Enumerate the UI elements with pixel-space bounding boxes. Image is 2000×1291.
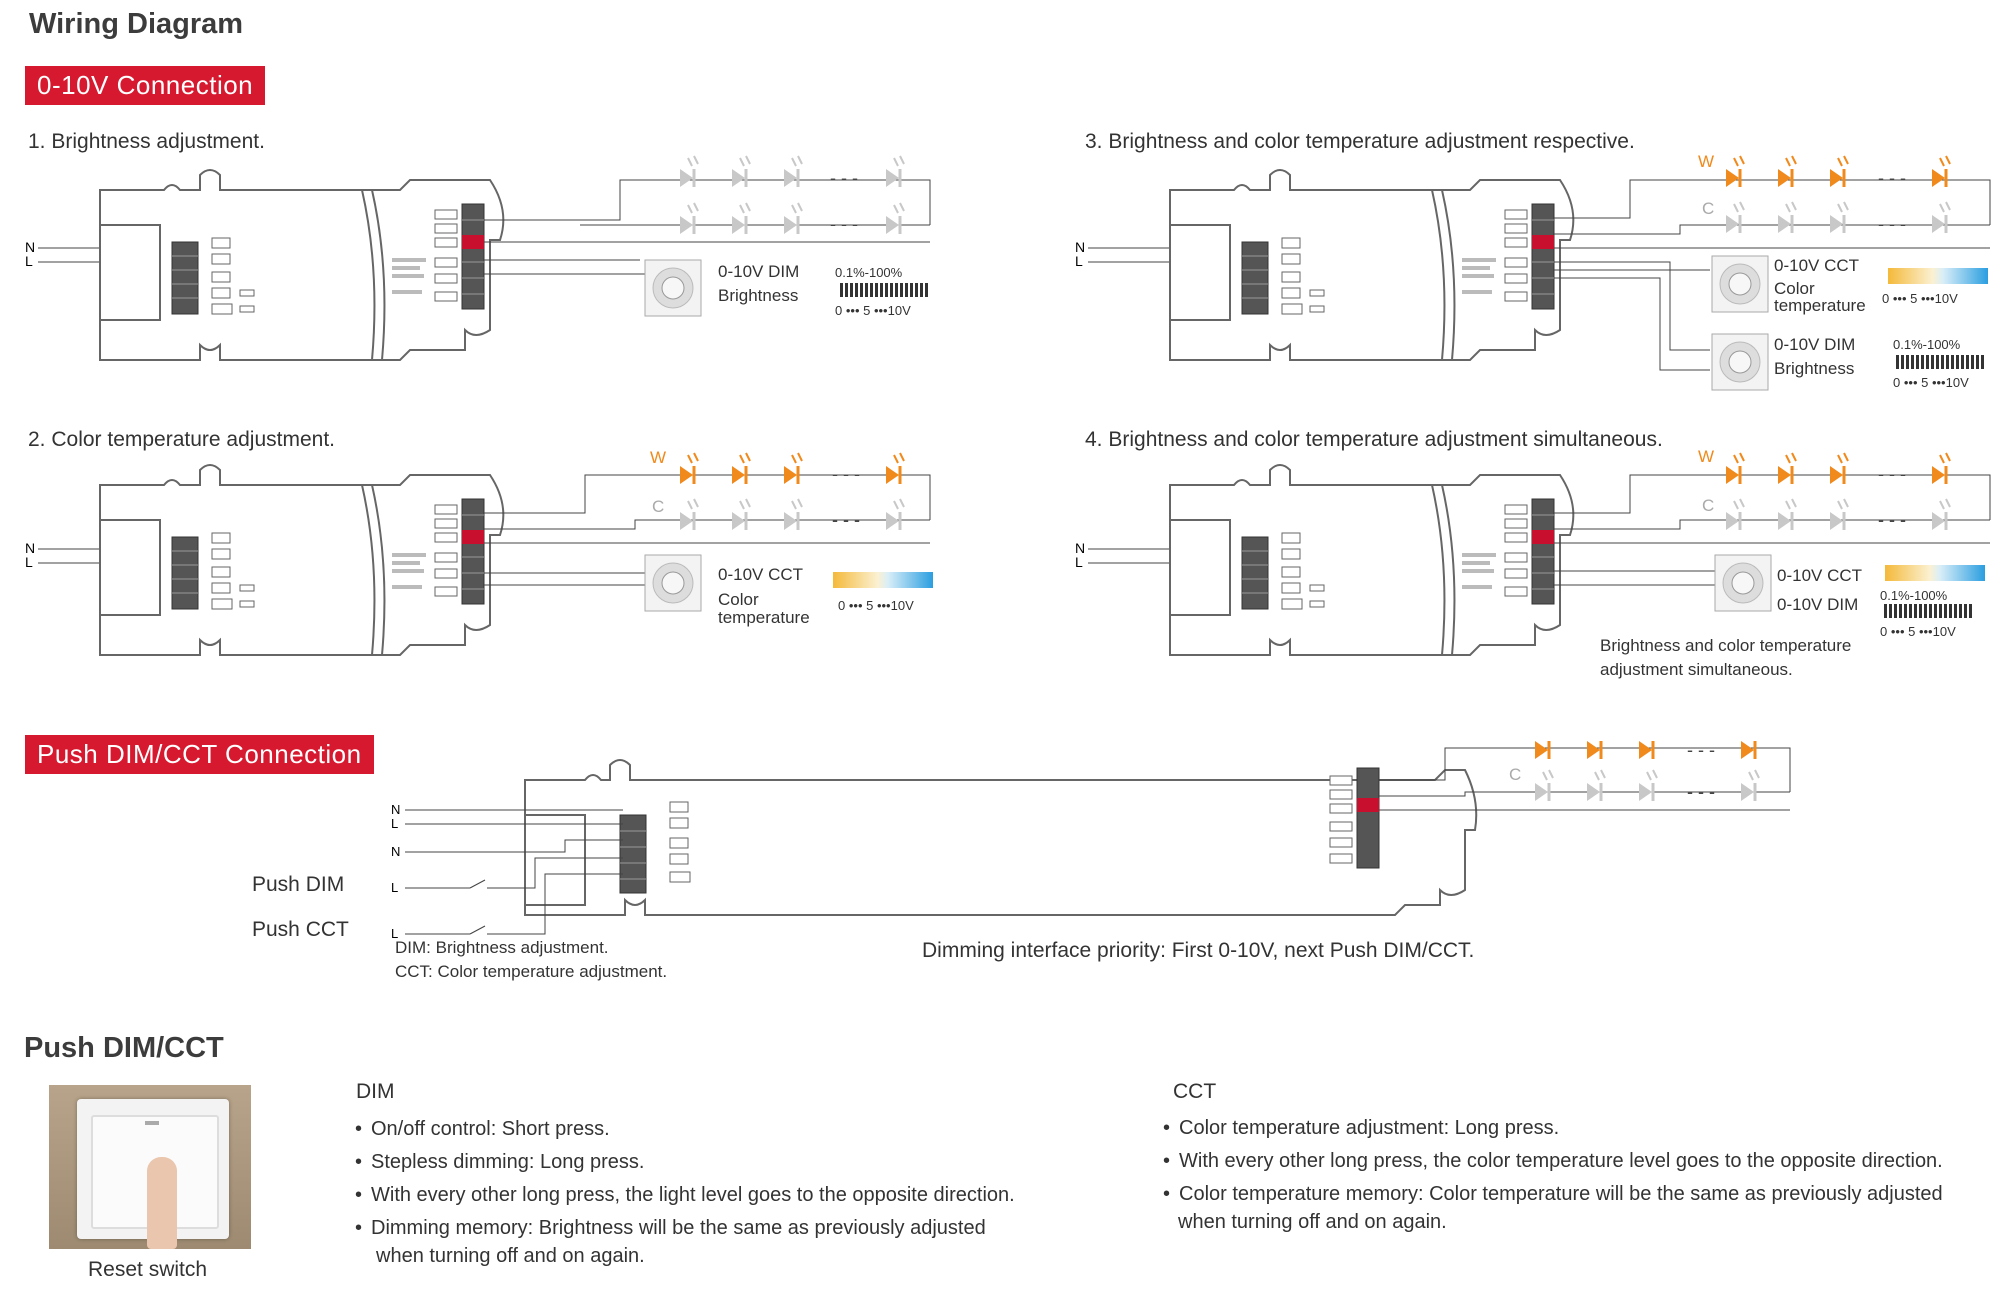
d3-range: 0.1%-100% (1893, 337, 1961, 352)
caption-d3: 3. Brightness and color temperature adju… (1085, 130, 1635, 153)
d4-note-line2: adjustment simultaneous. (1600, 660, 1793, 679)
d2-color-label: Color (718, 590, 759, 609)
svg-text:W: W (650, 448, 666, 467)
d3-brightness-label: Brightness (1774, 359, 1855, 378)
svg-text:- - -: - - - (1878, 168, 1906, 188)
svg-text:- - -: - - - (1878, 214, 1906, 234)
note-dim: DIM: Brightness adjustment. (395, 938, 609, 957)
note-cct: CCT: Color temperature adjustment. (395, 962, 668, 981)
d3-color-label: Color (1774, 279, 1815, 298)
svg-text:L: L (391, 816, 398, 831)
list-item: With every other long press, the light l… (355, 1179, 1015, 1212)
svg-text:W: W (1698, 447, 1714, 466)
svg-text:- - -: - - - (832, 510, 860, 530)
list-item: With every other long press, the color t… (1163, 1145, 1943, 1178)
svg-text:- - -: - - - (832, 464, 860, 484)
d3-dim-label: 0-10V DIM (1774, 335, 1856, 354)
d2-temperature-label: temperature (718, 608, 810, 627)
list-item: Stepless dimming: Long press. (355, 1146, 1015, 1179)
svg-text:L: L (1075, 253, 1083, 269)
priority-note: Dimming interface priority: First 0-10V,… (922, 939, 1475, 962)
dim-item-continuation: when turning off and on again. (376, 1245, 645, 1267)
push-dim-label: Push DIM (252, 873, 345, 896)
d3-cct-label: 0-10V CCT (1774, 256, 1860, 275)
svg-text:C: C (1702, 496, 1714, 515)
list-item: On/off control: Short press. (355, 1113, 1015, 1146)
d4-note-line1: Brightness and color temperature (1600, 636, 1852, 655)
d2-scale: 0 ••• 5 •••10V (838, 598, 914, 613)
n-label: N (25, 239, 35, 255)
diagram-respective: N L W - - - C - - - (1075, 152, 1991, 391)
svg-text:N: N (391, 802, 400, 817)
svg-text:C: C (1702, 199, 1714, 218)
svg-text:C: C (1509, 765, 1521, 784)
svg-text:N: N (1075, 540, 1085, 556)
svg-text:L: L (391, 926, 398, 940)
svg-text:- - -: - - - (1878, 464, 1906, 484)
diagram-color-temperature: N L W - - - C - - - (25, 448, 933, 656)
finger-icon (147, 1157, 177, 1249)
caption-d2: 2. Color temperature adjustment. (28, 428, 335, 451)
svg-text:N: N (25, 540, 35, 556)
page-title: Wiring Diagram (29, 8, 244, 40)
svg-text:W: W (1505, 740, 1521, 742)
cct-list: Color temperature adjustment: Long press… (1163, 1112, 1943, 1211)
svg-text:L: L (391, 880, 398, 895)
svg-text:- - -: - - - (830, 168, 858, 188)
cct-item-continuation: when turning off and on again. (1178, 1211, 1447, 1233)
push-cct-label: Push CCT (252, 918, 349, 941)
caption-d4: 4. Brightness and color temperature adju… (1085, 428, 1663, 451)
d3-cct-scale: 0 ••• 5 •••10V (1882, 291, 1958, 306)
reset-switch-photo (49, 1085, 251, 1249)
d1-brightness-label: Brightness (718, 286, 799, 305)
svg-text:N: N (391, 844, 400, 859)
svg-text:- - -: - - - (1687, 740, 1715, 760)
svg-text:L: L (1075, 554, 1083, 570)
d3-dim-scale: 0 ••• 5 •••10V (1893, 375, 1969, 390)
section-010v-label: 0-10V Connection (25, 66, 266, 105)
d4-dim-bar (1884, 604, 1972, 618)
d4-scale: 0 ••• 5 •••10V (1880, 624, 1956, 639)
svg-text:W: W (1698, 152, 1714, 171)
svg-text:L: L (25, 554, 33, 570)
dim-list: On/off control: Short press. Stepless di… (355, 1113, 1015, 1245)
diagram-simultaneous: N L W - - - C - - - (1075, 447, 1991, 656)
d1-range: 0.1%-100% (835, 265, 903, 280)
svg-text:N: N (1075, 239, 1085, 255)
list-item: Dimming memory: Brightness will be the s… (355, 1212, 1015, 1245)
svg-text:- - -: - - - (1687, 782, 1715, 802)
section-push-label: Push DIM/CCT Connection (25, 735, 374, 774)
caption-d1: 1. Brightness adjustment. (28, 130, 265, 153)
d1-dim-label: 0-10V DIM (718, 262, 800, 281)
cct-title: CCT (1173, 1080, 1217, 1103)
list-item: Color temperature memory: Color temperat… (1163, 1178, 1943, 1211)
l-label: L (25, 253, 33, 269)
diagram-brightness: N L - - - - - - (25, 154, 931, 361)
d1-dim-bar (840, 283, 928, 297)
d4-dim-label: 0-10V DIM (1777, 595, 1859, 614)
d4-cct-label: 0-10V CCT (1777, 566, 1863, 585)
diagram-push-connection: N L N L L W - - - C - - - (391, 740, 1791, 940)
list-item: Color temperature adjustment: Long press… (1163, 1112, 1943, 1145)
d3-temperature-label: temperature (1774, 296, 1866, 315)
reset-switch-label: Reset switch (88, 1258, 208, 1281)
dim-title: DIM (356, 1080, 395, 1103)
svg-text:- - -: - - - (830, 214, 858, 234)
d3-dim-bar (1896, 355, 1984, 369)
d2-cct-label: 0-10V CCT (718, 565, 804, 584)
d1-scale: 0 ••• 5 •••10V (835, 303, 911, 318)
d4-range: 0.1%-100% (1880, 588, 1948, 603)
svg-text:C: C (652, 497, 664, 516)
push-heading: Push DIM/CCT (24, 1032, 224, 1064)
svg-text:- - -: - - - (1878, 510, 1906, 530)
